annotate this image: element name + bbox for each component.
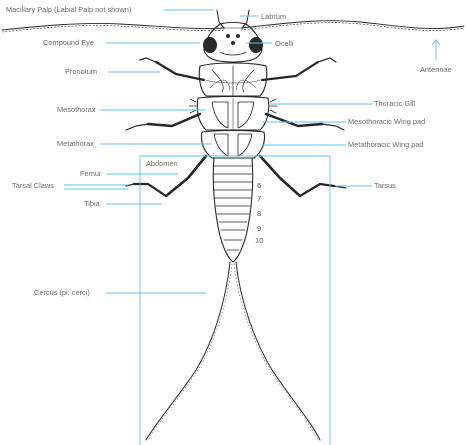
labels: Macillary Palp (Labial Palp not shown) L… (6, 5, 452, 297)
compound-eye-left (203, 37, 217, 53)
label-labrum: Labrum (261, 12, 286, 21)
label-femur: Femur (80, 169, 102, 178)
label-tarsal-claws: Tarsal Claws (12, 181, 54, 190)
label-abdomen: Abdomen (146, 159, 178, 168)
label-maxillary-palp: Macillary Palp (Labial Palp not shown) (6, 5, 131, 14)
segment-number: 7 (257, 194, 261, 203)
label-cercus: Cercus (pl. cerci) (34, 288, 90, 297)
mesothorax-illustration (197, 97, 268, 131)
segment-number: 9 (257, 224, 261, 233)
label-pronotum: Pronotum (65, 67, 97, 76)
label-mesothorax: Mesothorax (57, 105, 96, 114)
compound-eye-right (249, 37, 263, 53)
label-thoracic-gill: Thoracic Gill (374, 99, 415, 108)
pronotum-illustration (199, 63, 267, 96)
segment-numbers: 6 7 8 9 10 (255, 181, 263, 245)
legs-illustration (126, 58, 346, 196)
label-compound-eye: Compound Eye (43, 38, 94, 47)
leader-lines (64, 10, 440, 445)
label-metathoracic-wing-pad: Metathoracic Wing pad (348, 140, 424, 149)
segment-number: 10 (255, 236, 263, 245)
label-antennae: Antennae (420, 65, 452, 74)
segment-number: 8 (257, 209, 261, 218)
label-ocelli: Ocelli (275, 39, 294, 48)
abdomen-illustration (213, 158, 253, 262)
label-tarsus: Tarsus (374, 181, 396, 190)
label-mesothoracic-wing-pad: Mesothoracic Wing pad (348, 117, 425, 126)
label-tibia: Tibia (84, 199, 101, 208)
cerci-illustration (146, 262, 320, 440)
segment-number: 6 (257, 181, 261, 190)
label-metathorax: Metathorax (57, 139, 94, 148)
